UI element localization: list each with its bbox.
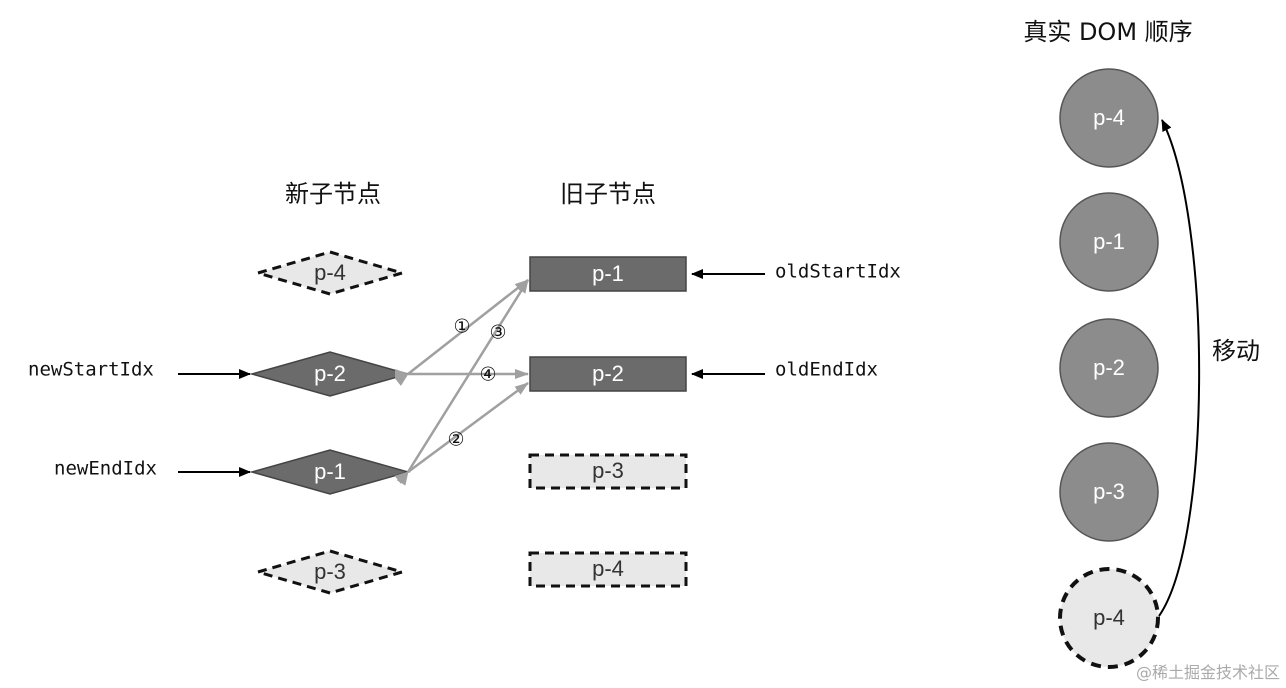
old-node-2-label: p-3 [592, 458, 624, 483]
old-node-3: p-4 [528, 551, 688, 588]
new-node-3-label: p-3 [314, 559, 346, 584]
new-node-0-label: p-4 [314, 260, 346, 285]
watermark: @稀土掘金技术社区 [1136, 663, 1280, 682]
dom-node-1: p-1 [1059, 192, 1159, 292]
dom-node-2-label: p-2 [1093, 355, 1125, 380]
step-3-label: ③ [489, 322, 506, 344]
new-end-idx-label: newEndIdx [54, 458, 157, 480]
new-node-1: p-2 [249, 351, 411, 397]
old-node-3-label: p-4 [592, 556, 624, 581]
real-dom-heading: 真实 DOM 顺序 [1023, 18, 1192, 46]
dom-node-3-label: p-3 [1093, 479, 1125, 504]
new-children-heading: 新子节点 [285, 180, 381, 208]
old-node-2: p-3 [528, 453, 688, 490]
old-end-idx-label: oldEndIdx [775, 359, 878, 381]
old-node-1: p-2 [529, 356, 687, 392]
new-start-idx-label: newStartIdx [28, 359, 154, 381]
dom-node-2: p-2 [1059, 318, 1159, 418]
compare-arrow-3 [396, 279, 530, 486]
dom-node-3: p-3 [1059, 442, 1159, 542]
old-node-0: p-1 [529, 256, 687, 292]
new-node-2: p-1 [249, 449, 411, 495]
new-node-3: p-3 [252, 549, 408, 595]
move-arrow [1158, 119, 1201, 617]
dom-node-0: p-4 [1059, 68, 1159, 168]
old-children-heading: 旧子节点 [560, 180, 656, 208]
step-1-label: ① [453, 316, 470, 338]
dom-node-4: p-4 [1058, 567, 1160, 669]
new-node-0: p-4 [252, 250, 408, 296]
step-2-label: ② [447, 429, 464, 451]
new-node-1-label: p-2 [314, 361, 346, 386]
old-node-1-label: p-2 [592, 361, 624, 386]
old-start-idx-label: oldStartIdx [775, 261, 901, 283]
step-4-label: ④ [479, 364, 496, 386]
move-label: 移动 [1212, 337, 1260, 365]
dom-node-0-label: p-4 [1093, 105, 1125, 130]
old-node-0-label: p-1 [592, 261, 624, 286]
dom-node-1-label: p-1 [1093, 229, 1125, 254]
dom-node-4-label: p-4 [1093, 605, 1125, 630]
compare-arrow-2 [394, 381, 529, 484]
new-node-2-label: p-1 [314, 459, 346, 484]
